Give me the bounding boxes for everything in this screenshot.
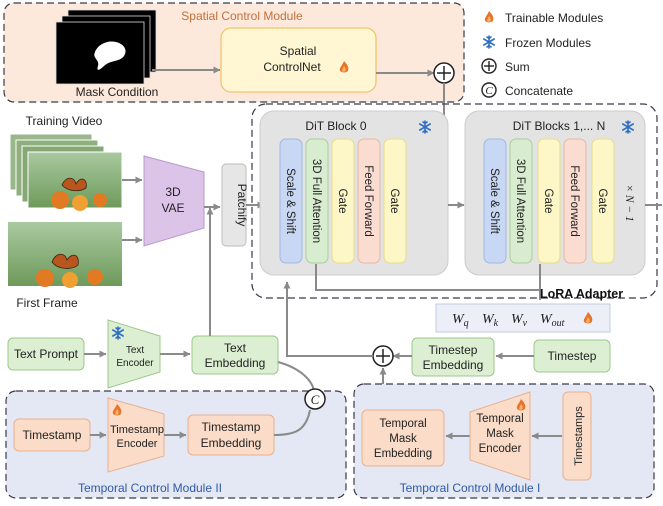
snowflake-icon [482, 35, 496, 49]
timestep-emb-line1: Timestep [429, 343, 478, 357]
timestamp-encoder-block [107, 397, 165, 473]
sum-node-time [372, 345, 394, 367]
text-encoder-block [107, 319, 161, 389]
dit0-layer-label: 3D Full Attention [310, 159, 322, 243]
dit0-feed-forward [357, 138, 381, 264]
dit1-scale-shift [483, 138, 507, 264]
first-frame-label: First Frame [16, 296, 78, 310]
dit1-layer-label: 3D Full Attention [514, 159, 526, 243]
mask-enc-line: Mask [486, 428, 514, 440]
lora-weight-k: Wk [482, 312, 499, 329]
lora-title: LoRA Adapter [540, 287, 623, 301]
training-video-frames [9, 133, 123, 211]
mask-emb-line: Temporal [379, 418, 426, 430]
legend-frozen: Frozen Modules [505, 36, 591, 50]
lora-weight-out: Wout [540, 312, 565, 329]
dit1-attention [509, 138, 533, 264]
timestamp-encoder-line2: Encoder [117, 438, 158, 450]
dit0-layer-label: Gate [388, 189, 400, 214]
temporal-mask-encoder-block [469, 391, 531, 481]
dit0-attention [305, 138, 329, 264]
temporal1-title: Temporal Control Module I [400, 481, 541, 495]
timestamp-emb-line1: Timestamp [202, 420, 261, 434]
controlnet-line2: ControlNet [263, 60, 321, 74]
text-encoder-line2: Encoder [116, 358, 154, 369]
mask-condition-image [55, 9, 157, 85]
dit-block-0: DiT Block 0 Scale & Shift 3D Full Attent… [259, 110, 449, 276]
spatial-controlnet-box [220, 27, 377, 93]
timestep-label: Timestep [548, 349, 597, 363]
dit1-gate-2 [591, 138, 615, 264]
dit1-layer-label: Scale & Shift [488, 168, 500, 235]
mask-emb-line: Embedding [374, 448, 432, 460]
sum-icon [481, 58, 497, 74]
dit1-feed-forward [563, 138, 587, 264]
dit0-layer-label: Scale & Shift [284, 168, 296, 235]
temporal-control-module-1: Temporal Control Module I Temporal Mask … [353, 383, 655, 499]
timestamp-label: Timestamp [23, 428, 82, 442]
concat-node: C [304, 388, 326, 410]
legend-concatenate: Concatenate [505, 84, 573, 98]
sum-node-spatial [433, 62, 455, 84]
dit1-title: DiT Blocks 1,... N [513, 119, 605, 133]
vae-line2: VAE [161, 201, 184, 215]
legend-sum: Sum [505, 60, 530, 74]
vae-line1: 3D [165, 185, 181, 199]
spatial-module-title: Spatial Control Module [181, 9, 303, 23]
dit1-gate-1 [537, 138, 561, 264]
vae-block [143, 155, 205, 247]
dit1-layer-label: Gate [542, 189, 554, 214]
mask-enc-line: Temporal [476, 413, 523, 425]
legend: Trainable Modules Frozen Modules Sum C C… [481, 11, 603, 98]
text-encoder-line1: Text [126, 345, 145, 356]
text-embedding-line1: Text [224, 341, 247, 355]
dit0-scale-shift [279, 138, 303, 264]
text-embedding-line2: Embedding [205, 356, 266, 370]
dit0-layer-label: Gate [336, 189, 348, 214]
svg-text:C: C [311, 392, 320, 407]
concat-icon: C [481, 82, 497, 98]
dit0-gate-1 [331, 138, 355, 264]
flame-icon [484, 11, 494, 23]
spatial-control-module: Spatial Control Module Mask Condition Sp… [3, 2, 465, 103]
mask-enc-line: Encoder [479, 443, 522, 455]
temporal2-title: Temporal Control Module II [78, 481, 222, 495]
dit0-title: DiT Block 0 [305, 119, 366, 133]
dit0-layer-label: Feed Forward [362, 165, 374, 237]
first-frame-image [8, 222, 122, 288]
mask-emb-line: Mask [389, 433, 417, 445]
timestep-emb-line2: Embedding [423, 358, 484, 372]
text-prompt-label: Text Prompt [14, 347, 79, 361]
temporal-control-module-2: Temporal Control Module II Timestamp Tim… [5, 390, 347, 499]
training-video-label: Training Video [26, 114, 103, 128]
text-embedding-box [191, 335, 279, 375]
dit1-repeat: × N − 1 [623, 184, 635, 222]
patchify-label: Patchify [235, 184, 249, 227]
controlnet-line1: Spatial [280, 44, 317, 58]
legend-trainable: Trainable Modules [505, 11, 603, 25]
dit0-gate-2 [383, 138, 407, 264]
dit1-layer-label: Gate [596, 189, 608, 214]
temporal-mask-embedding-box [361, 409, 445, 467]
dit-section [251, 103, 658, 299]
timestamps-box [562, 391, 592, 481]
mask-condition-label: Mask Condition [76, 85, 159, 99]
lora-adapter-box: Wq Wk Wv Wout [435, 303, 611, 333]
dit-blocks-1-n: DiT Blocks 1,... N Scale & Shift 3D Full… [464, 110, 646, 276]
lora-weight-q: Wq [452, 312, 469, 329]
timestamps-label: Timestamps [573, 406, 585, 466]
lora-weight-v: Wv [511, 312, 528, 329]
dit1-layer-label: Feed Forward [568, 165, 580, 237]
svg-text:C: C [485, 85, 493, 97]
timestamp-emb-line2: Embedding [201, 436, 262, 450]
timestamp-encoder-line1: Timestamp [110, 424, 164, 436]
